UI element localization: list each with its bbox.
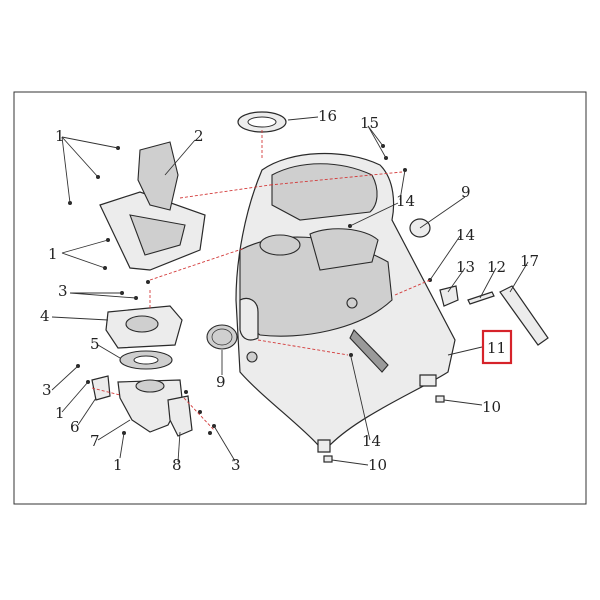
callout-4: 4 [40,307,50,325]
lock-bracket-left [91,375,111,401]
callout-14: 14 [396,192,415,210]
switch-gasket [119,350,173,370]
callout-6: 6 [70,418,80,436]
screw [208,431,212,435]
lock-cylinder [117,379,183,433]
ignition-switch-housing [105,305,183,349]
callout-3: 3 [58,282,68,300]
callout-7: 7 [90,432,100,450]
callout-1: 1 [113,456,123,474]
callout-15: 15 [360,114,379,132]
callout-14: 14 [362,432,381,450]
bottom-clip-center [323,455,333,463]
callout-3: 3 [231,456,241,474]
side-clip [439,285,459,307]
callout-12: 12 [487,258,506,276]
callout-14: 14 [456,226,475,244]
callout-10: 10 [482,398,501,416]
callout-17: 17 [520,252,539,270]
callout-1: 1 [55,127,65,145]
glovebox-bracket [99,141,206,271]
bottom-clip-right [435,395,445,403]
screw [184,390,188,394]
callout-labels: 1 2 1 3 4 5 3 1 6 7 1 8 3 9 16 15 14 9 1… [40,107,539,474]
speaker-grille [206,324,238,350]
callout-5: 5 [90,335,100,353]
front-cover-panel [235,152,456,453]
callout-8: 8 [172,456,182,474]
leader-lines [51,116,529,466]
side-trim-strip [499,285,549,346]
callout-10: 10 [368,456,387,474]
screw [349,353,353,357]
callout-9: 9 [461,183,471,201]
long-bolt [467,291,495,305]
callout-highlight-box [481,329,513,365]
callout-1: 1 [55,404,65,422]
callout-13: 13 [456,258,475,276]
callout-3: 3 [42,381,52,399]
trim-ring [237,111,287,133]
callout-9: 9 [216,373,226,391]
callout-16: 16 [318,107,337,125]
screw [198,410,202,414]
diagram-frame [13,91,587,505]
lock-bracket-right [167,395,193,437]
callout-11: 11 [487,339,506,357]
screw [146,280,150,284]
callout-2: 2 [194,127,204,145]
assembly-lines [91,130,431,431]
callout-1: 1 [48,245,58,263]
